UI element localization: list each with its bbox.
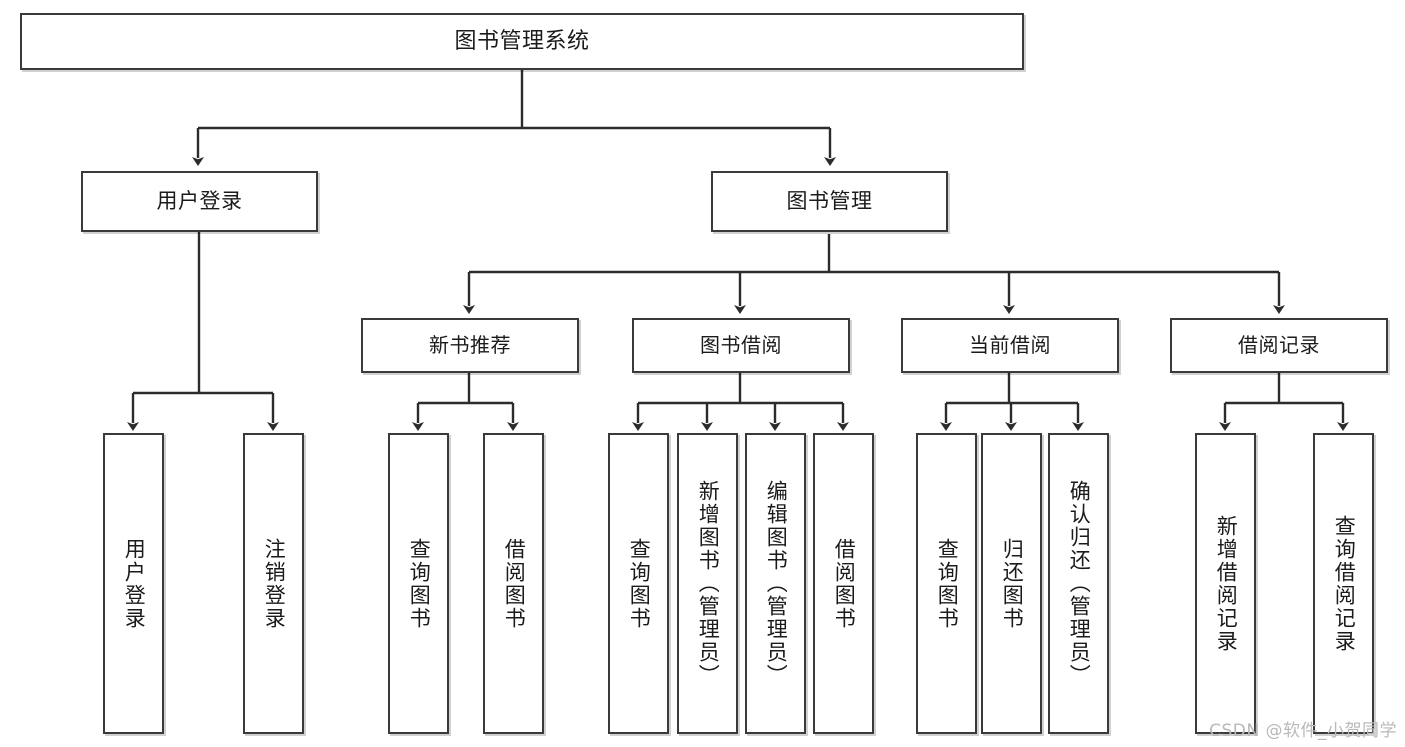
node-book-management-label: 图书管理 [786, 189, 873, 214]
leaf-borrow-edit-book-label: 编辑图书（管理员） [764, 480, 789, 687]
node-root[interactable]: 图书管理系统 [20, 13, 1024, 70]
leaf-borrow-add-book[interactable]: 新增图书（管理员） [677, 433, 738, 734]
leaf-current-return-book[interactable]: 归还图书 [981, 433, 1042, 734]
node-current-borrow[interactable]: 当前借阅 [901, 318, 1119, 373]
leaf-borrow-borrow-book[interactable]: 借阅图书 [813, 433, 874, 734]
leaf-new-book-query-book-label: 查询图书 [407, 537, 432, 630]
leaf-new-book-borrow-book[interactable]: 借阅图书 [483, 433, 544, 734]
leaf-borrow-edit-book[interactable]: 编辑图书（管理员） [745, 433, 806, 734]
leaf-record-query-record[interactable]: 查询借阅记录 [1313, 433, 1374, 734]
leaf-new-book-borrow-book-label: 借阅图书 [502, 537, 527, 630]
node-book-management[interactable]: 图书管理 [711, 171, 948, 232]
leaf-user-login-logout-label: 注销登录 [262, 537, 287, 630]
node-borrow-record-label: 借阅记录 [1238, 332, 1320, 357]
node-book-borrow-label: 图书借阅 [700, 332, 782, 357]
leaf-user-login-logout[interactable]: 注销登录 [243, 433, 304, 734]
node-user-login[interactable]: 用户登录 [81, 171, 318, 232]
leaf-record-add-record[interactable]: 新增借阅记录 [1195, 433, 1256, 734]
node-borrow-record[interactable]: 借阅记录 [1170, 318, 1388, 373]
leaf-record-query-record-label: 查询借阅记录 [1332, 514, 1357, 653]
watermark: CSDN @软件_小贺同学 [1209, 721, 1397, 741]
leaf-new-book-query-book[interactable]: 查询图书 [388, 433, 449, 734]
leaf-current-return-book-label: 归还图书 [1000, 537, 1025, 630]
leaf-current-confirm-return[interactable]: 确认归还（管理员） [1048, 433, 1109, 734]
leaf-current-confirm-return-label: 确认归还（管理员） [1067, 480, 1092, 687]
node-new-book-recommend-label: 新书推荐 [429, 332, 511, 357]
leaf-borrow-query-book-label: 查询图书 [627, 537, 652, 630]
node-current-borrow-label: 当前借阅 [969, 332, 1051, 357]
leaf-user-login-login[interactable]: 用户登录 [103, 433, 164, 734]
leaf-current-query-book[interactable]: 查询图书 [916, 433, 977, 734]
leaf-record-add-record-label: 新增借阅记录 [1214, 514, 1239, 653]
leaf-borrow-query-book[interactable]: 查询图书 [608, 433, 669, 734]
leaf-borrow-add-book-label: 新增图书（管理员） [696, 480, 721, 687]
leaf-borrow-borrow-book-label: 借阅图书 [832, 537, 857, 630]
node-root-label: 图书管理系统 [454, 28, 590, 54]
node-new-book-recommend[interactable]: 新书推荐 [361, 318, 579, 373]
node-book-borrow[interactable]: 图书借阅 [632, 318, 850, 373]
leaf-current-query-book-label: 查询图书 [935, 537, 960, 630]
node-user-login-label: 用户登录 [156, 189, 243, 214]
leaf-user-login-login-label: 用户登录 [122, 537, 147, 630]
